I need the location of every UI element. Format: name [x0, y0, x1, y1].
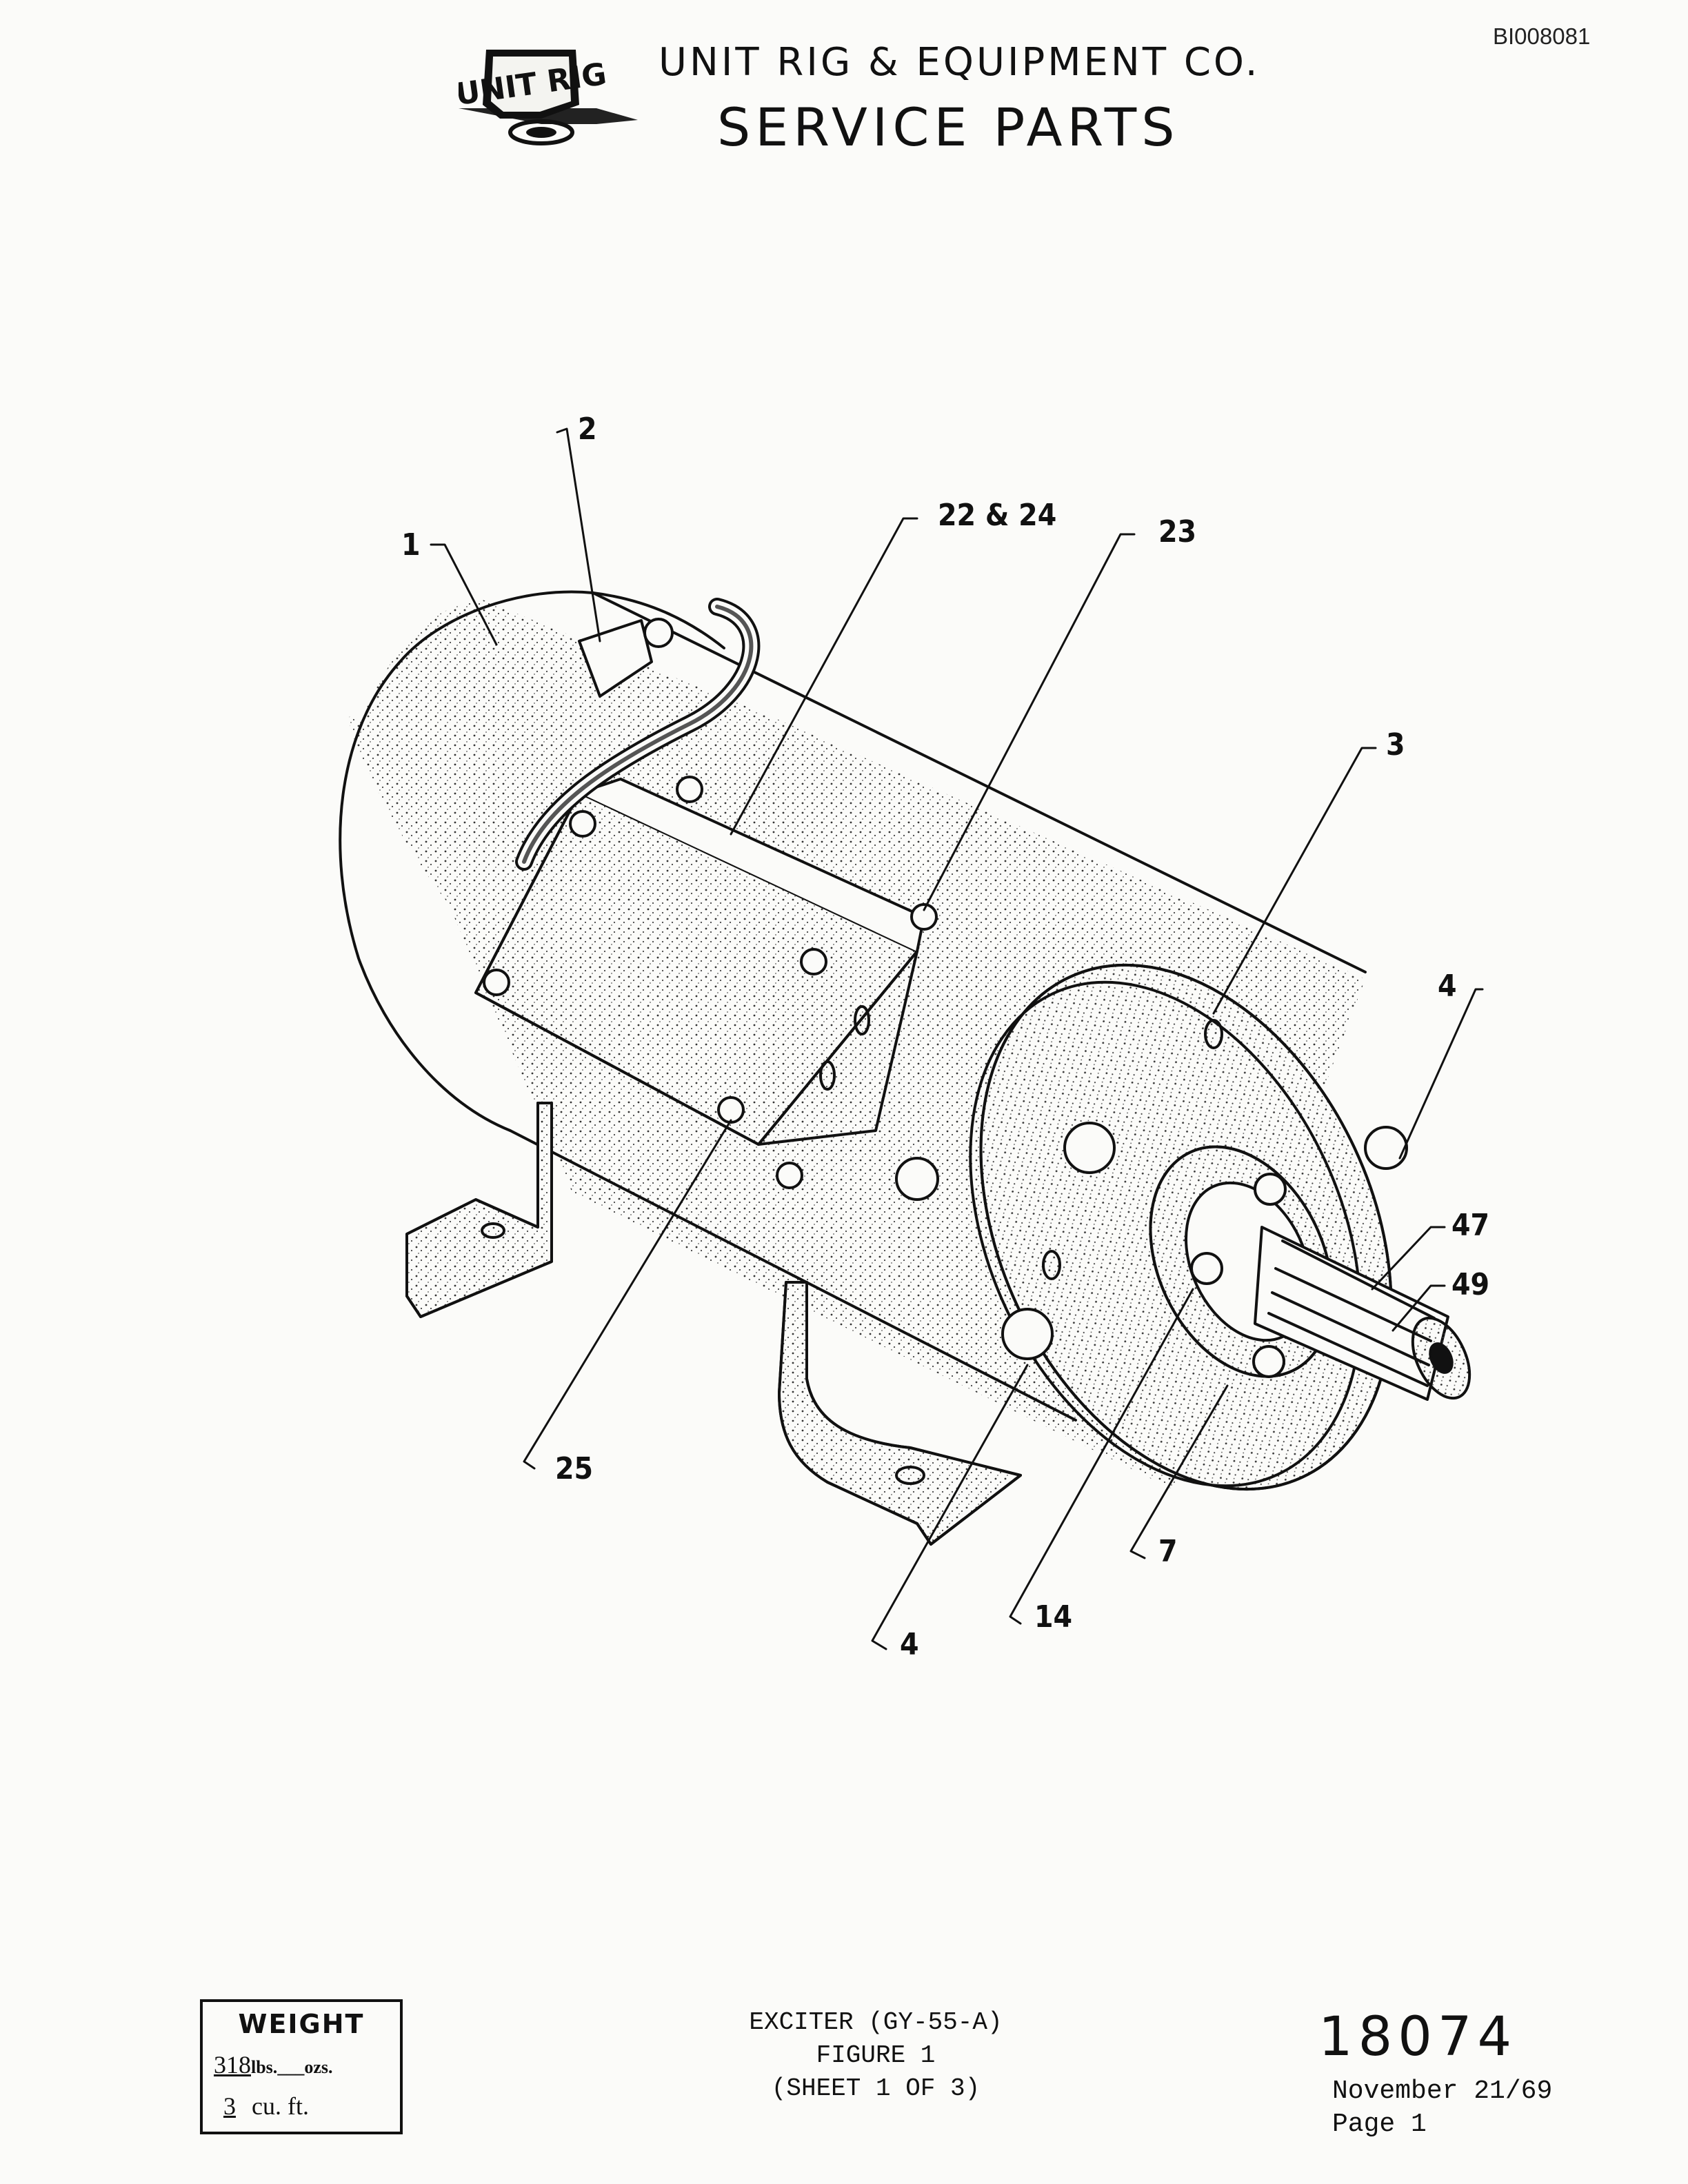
weight-ozs-unit: ozs.: [304, 2057, 333, 2077]
weight-lbs-value: 318: [214, 2051, 251, 2079]
document-title: SERVICE PARTS: [717, 97, 1180, 158]
callout-49: 49: [1451, 1267, 1490, 1302]
callout-22-24: 22 & 24: [938, 498, 1057, 533]
caption-part-name: EXCITER (GY-55-A): [749, 2008, 1003, 2036]
caption-figure: FIGURE 1: [816, 2041, 936, 2070]
weight-lbs-unit: lbs.: [251, 2057, 278, 2077]
weight-title: WEIGHT: [238, 2009, 365, 2039]
publication-number: 18074: [1318, 2006, 1518, 2068]
callout-14: 14: [1034, 1599, 1073, 1635]
caption-sheet: (SHEET 1 OF 3): [771, 2074, 981, 2103]
callout-3: 3: [1386, 727, 1405, 762]
weight-pounds: 318lbs.___ozs.: [214, 2050, 332, 2079]
publication-meta: November 21/69 Page 1: [1332, 2075, 1552, 2141]
callout-47: 47: [1451, 1208, 1490, 1243]
page-number: Page 1: [1332, 2110, 1427, 2139]
callout-2: 2: [578, 412, 597, 447]
weight-cuft-value: 3: [223, 2092, 236, 2120]
weight-cuft-unit: cu. ft.: [252, 2092, 309, 2120]
publication-date: November 21/69: [1332, 2076, 1553, 2106]
figure-caption: EXCITER (GY-55-A) FIGURE 1 (SHEET 1 OF 3…: [690, 2006, 1062, 2105]
weight-volume: 3 cu. ft.: [214, 2092, 309, 2121]
document-id: BI008081: [1493, 23, 1591, 49]
callout-1: 1: [401, 527, 421, 563]
callout-25: 25: [555, 1451, 594, 1486]
callout-4-right: 4: [1438, 969, 1457, 1004]
unit-rig-logo: UNIT RIG: [459, 50, 638, 145]
callout-7: 7: [1158, 1534, 1178, 1569]
callout-23: 23: [1158, 514, 1197, 549]
weight-box: WEIGHT 318lbs.___ozs. 3 cu. ft.: [200, 1999, 403, 2134]
callout-4-bottom: 4: [900, 1627, 919, 1662]
company-name: UNIT RIG & EQUIPMENT CO.: [659, 40, 1260, 85]
weight-ozs-blank: ___: [277, 2057, 305, 2077]
